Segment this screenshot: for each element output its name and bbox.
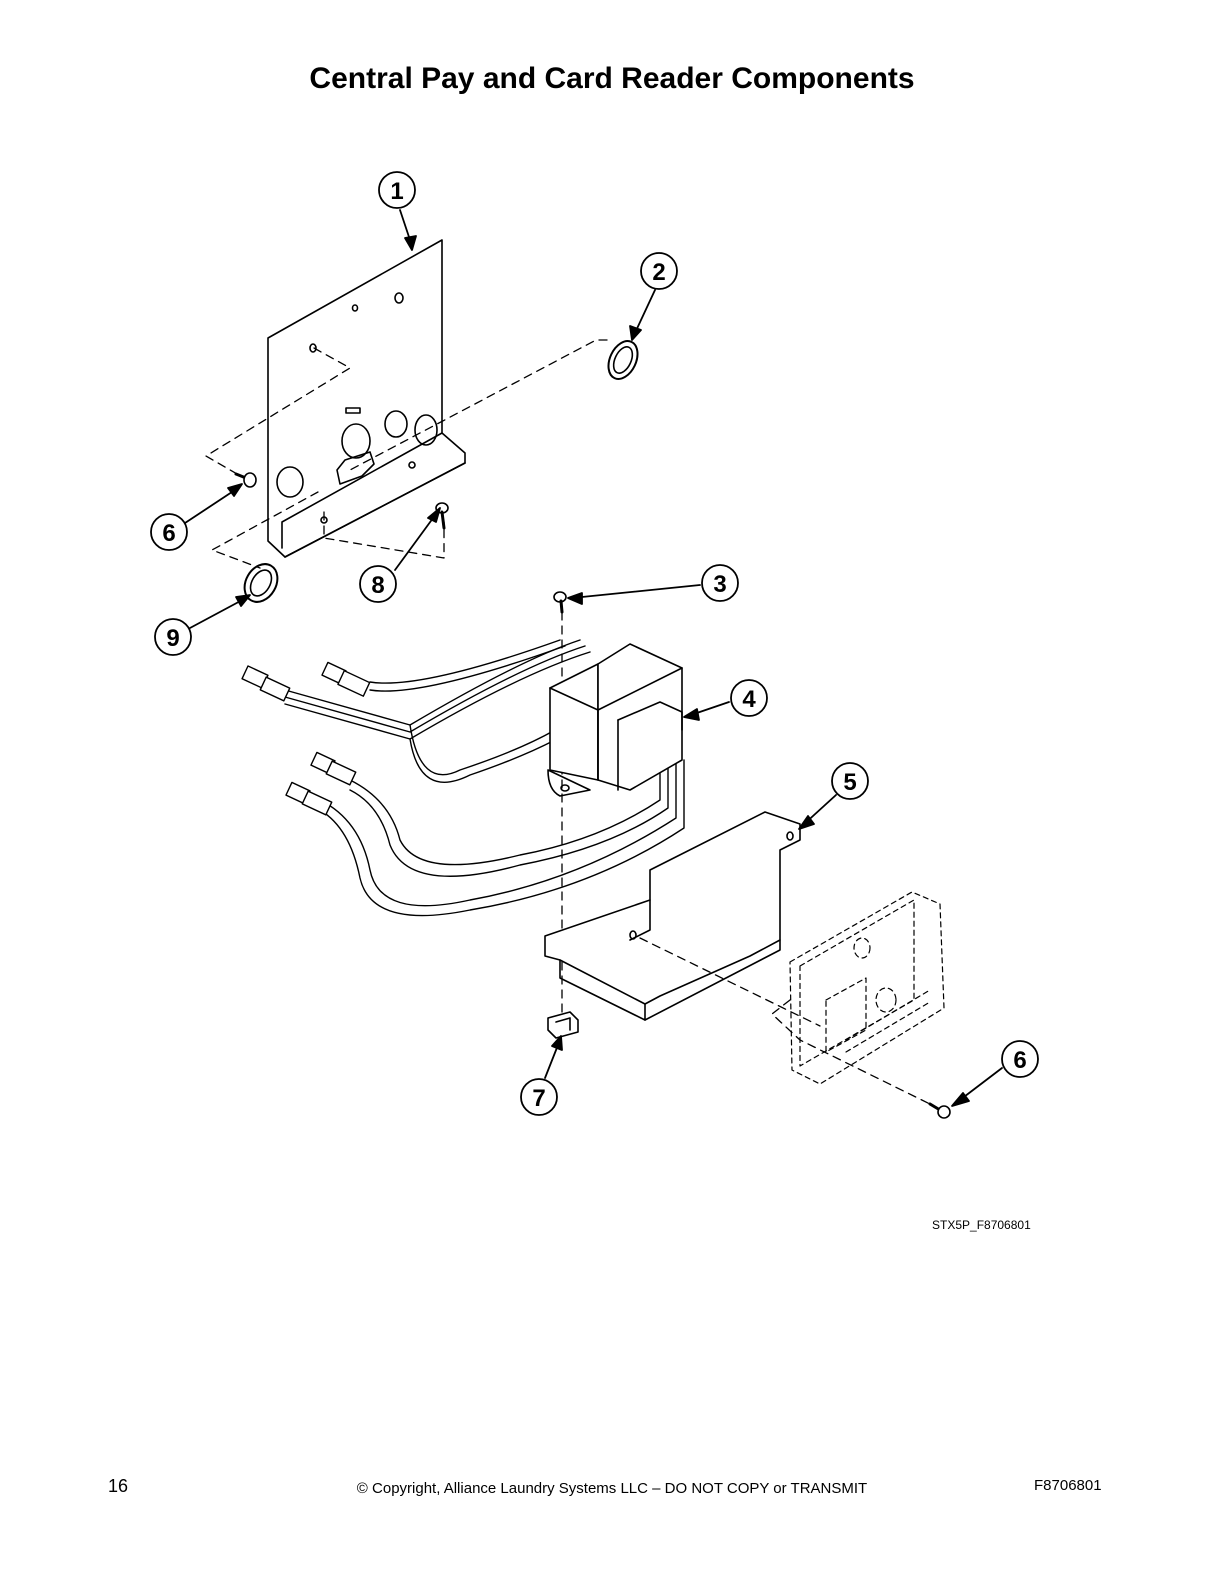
callout-7: 7 <box>520 1078 558 1116</box>
svg-text:6: 6 <box>1013 1047 1026 1074</box>
svg-text:1: 1 <box>390 178 403 205</box>
svg-text:8: 8 <box>371 572 384 599</box>
callout-8: 8 <box>359 565 397 603</box>
alignment-lines-upper <box>205 339 608 569</box>
svg-text:6: 6 <box>162 520 175 547</box>
svg-text:7: 7 <box>532 1085 545 1112</box>
card-reader-board-outline <box>789 891 945 1085</box>
mounting-bracket-part-1 <box>267 239 466 558</box>
grommet-part-2 <box>607 340 639 380</box>
clip-nut-part-7 <box>547 1011 579 1039</box>
screw-part-6-lower <box>928 1102 951 1119</box>
callout-9: 9 <box>154 618 192 656</box>
callout-1: 1 <box>378 171 416 209</box>
copyright-notice: © Copyright, Alliance Laundry Systems LL… <box>356 1480 868 1497</box>
transformer-part-4 <box>547 643 683 797</box>
screw-part-3 <box>553 591 567 614</box>
callout-2: 2 <box>640 252 678 290</box>
callout-5: 5 <box>831 762 869 800</box>
svg-text:4: 4 <box>742 686 756 713</box>
grommet-part-9 <box>243 563 279 603</box>
callout-3: 3 <box>701 564 739 602</box>
alignment-lines-lower <box>639 937 935 1107</box>
callout-4: 4 <box>730 679 768 717</box>
mounting-bracket-part-5 <box>544 811 801 1021</box>
figure-id: STX5P_F8706801 <box>932 1218 1031 1232</box>
svg-text:5: 5 <box>843 769 856 796</box>
page-title: Central Pay and Card Reader Components <box>309 62 915 95</box>
wire-harness <box>241 639 685 917</box>
callout-6-lower: 6 <box>1001 1040 1039 1078</box>
svg-text:9: 9 <box>166 625 179 652</box>
svg-text:2: 2 <box>652 259 665 286</box>
leader-arrows <box>181 209 1003 1107</box>
svg-text:3: 3 <box>713 571 726 598</box>
page-number: 16 <box>108 1476 129 1496</box>
screw-part-6-upper <box>234 472 257 488</box>
document-number: F8706801 <box>1034 1477 1102 1494</box>
callout-6-upper: 6 <box>150 513 188 551</box>
